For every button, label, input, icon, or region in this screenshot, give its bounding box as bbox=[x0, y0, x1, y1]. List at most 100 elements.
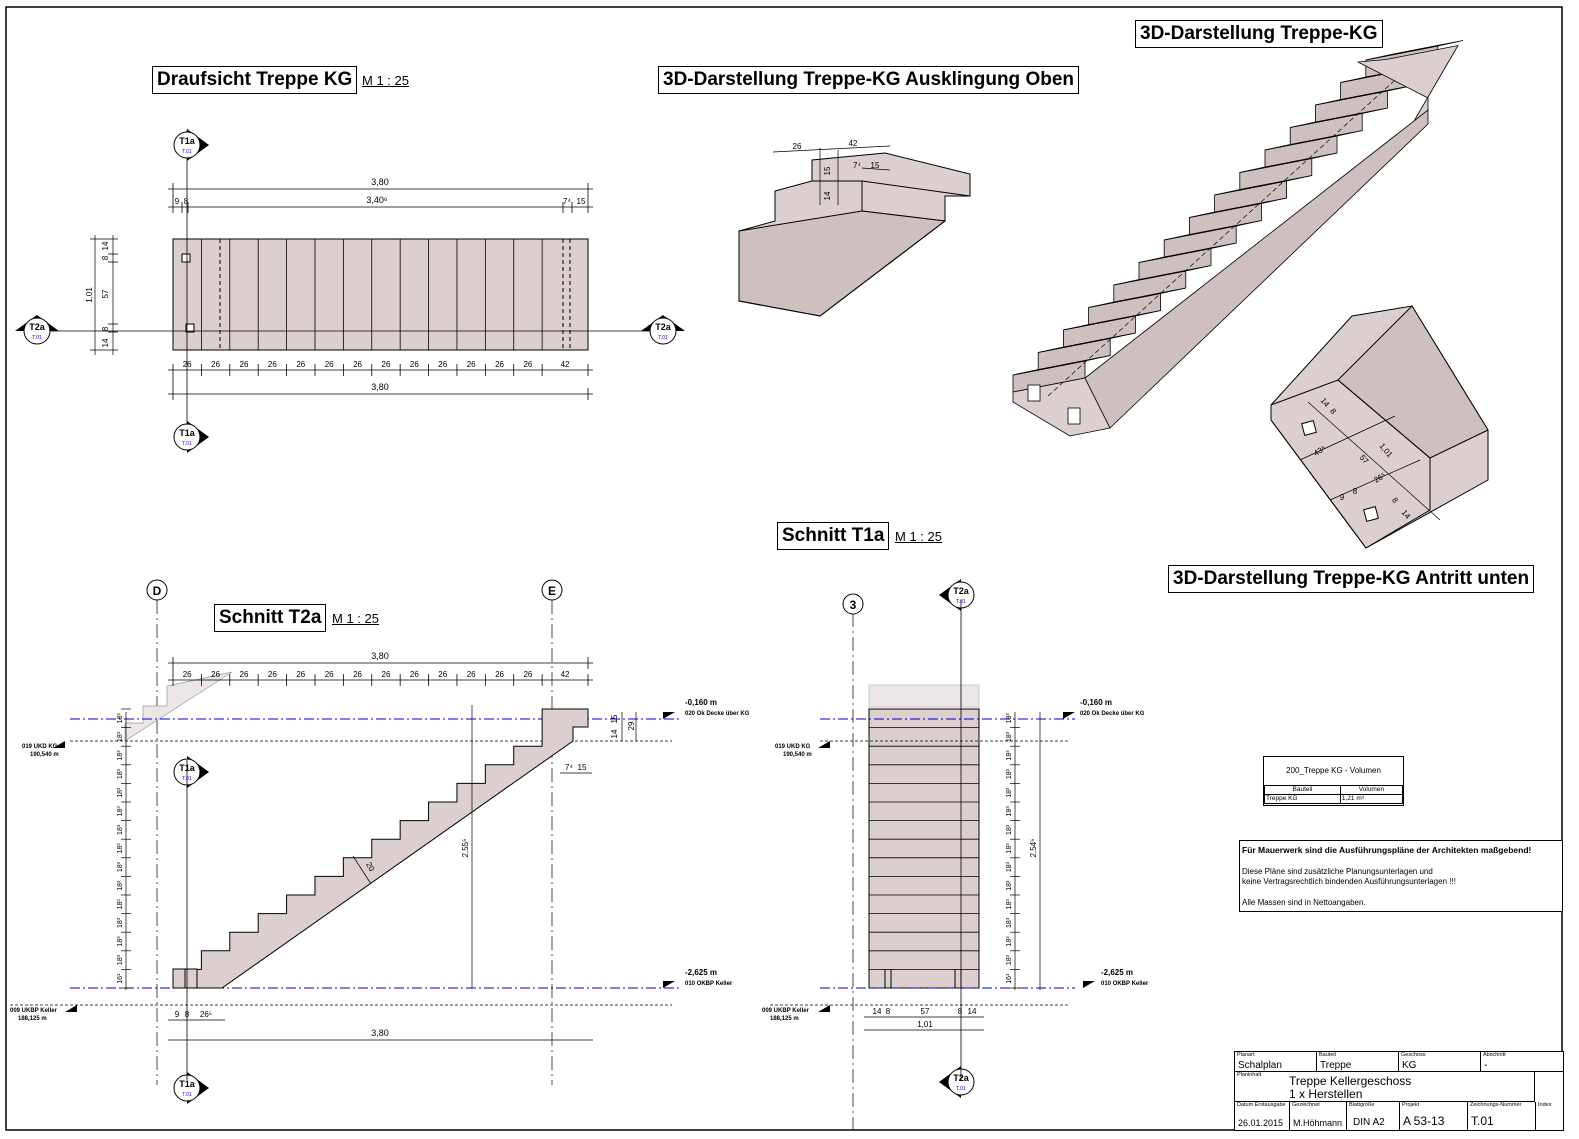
section-marker-label: T1a bbox=[179, 763, 196, 773]
t2a-tread-dim: 26 bbox=[183, 670, 192, 679]
plan-width-mid: 57 bbox=[101, 289, 110, 298]
tb-datum-value: 26.01.2015 bbox=[1238, 1118, 1284, 1128]
t1a-ukbp-value: 188,125 m bbox=[770, 1016, 799, 1022]
plan-width-top-b: 8 bbox=[101, 255, 110, 260]
t1a-riser-dim: 18³ bbox=[1006, 936, 1013, 947]
t2a-tread-dim: 26 bbox=[296, 670, 305, 679]
tb-bauteil-label: Bauteil bbox=[1319, 1052, 1336, 1058]
t2a-tread-dim: 26 bbox=[211, 670, 220, 679]
t2a-slab-a: 14 bbox=[610, 729, 619, 738]
t2a-ukd-value: 190,540 m bbox=[30, 752, 59, 758]
t1a-riser-dim: 18³ bbox=[1006, 750, 1013, 761]
ausk-dim-15: 15 bbox=[823, 166, 832, 175]
t1a-riser-dim: 18³ bbox=[1006, 843, 1013, 854]
notes-box: Für Mauerwerk sind die Ausführungspläne … bbox=[1239, 840, 1563, 912]
t1a-riser-dim: 18³ bbox=[1006, 861, 1013, 872]
section-marker-sheet: T.01 bbox=[658, 335, 668, 341]
title-draufsicht: Draufsicht Treppe KG bbox=[152, 66, 358, 94]
title-ausklingung: 3D-Darstellung Treppe-KG Ausklingung Obe… bbox=[658, 66, 1079, 94]
plan-tread-dim: 26 bbox=[410, 360, 419, 369]
tb-planinhalt-label: Planinhalt bbox=[1237, 1072, 1262, 1078]
tb-planinhalt: Planinhalt Treppe Kellergeschoss 1 x Her… bbox=[1235, 1072, 1535, 1102]
t2a-riser-dim: 16¹ bbox=[117, 973, 124, 984]
t2a-riser-dim: 18³ bbox=[117, 750, 124, 761]
t2a-tread-dim: 26 bbox=[495, 670, 504, 679]
section-marker-sheet: T.01 bbox=[182, 1092, 192, 1098]
tb-bauteil: Bauteil Treppe bbox=[1317, 1052, 1399, 1072]
t1a-riser-dim: 18³ bbox=[1006, 917, 1013, 928]
t2a-riser-dim: 18³ bbox=[117, 824, 124, 835]
t1a-ukd-value: 190,540 m bbox=[783, 752, 812, 758]
t1a-w8a: 8 bbox=[886, 1007, 891, 1016]
t2a-edge-b: 15 bbox=[578, 763, 587, 772]
section-marker-label: T1a bbox=[179, 428, 196, 438]
t1a-riser-dim: 18³ bbox=[1006, 954, 1013, 965]
t2a-riser-dim: 18³ bbox=[117, 843, 124, 854]
ausklingung-3d: 26 42 15 14 7⁴ 15 bbox=[738, 139, 971, 317]
ausk-dim-7: 7⁴ bbox=[853, 161, 861, 170]
ausk-dim-42: 42 bbox=[849, 139, 858, 148]
t1a-riser-dim: 18³ bbox=[1006, 787, 1013, 798]
t1a-riser-dim: 18³ bbox=[1006, 880, 1013, 891]
plan-width-bot-b: 14 bbox=[101, 338, 110, 347]
tb-gezeichnet-value: M.Höhmann bbox=[1293, 1118, 1343, 1128]
axis-marker-e bbox=[541, 579, 563, 601]
t2a-slab-b: 15 bbox=[610, 714, 619, 723]
ausk-dim-26: 26 bbox=[793, 142, 802, 151]
t1a-level-bottom-value: -2,625 m bbox=[1101, 968, 1133, 977]
t1a-riser-dim: 18³ bbox=[1006, 806, 1013, 817]
section-t1a: 3 16¹18³18³18³18³18³18³18³18³18³18³18³18… bbox=[762, 593, 1149, 1130]
axis-marker-3 bbox=[842, 593, 864, 615]
note-line-2: keine Vertragsrechtlich bindenden Ausfüh… bbox=[1242, 877, 1456, 886]
tb-bauteil-value: Treppe bbox=[1320, 1060, 1352, 1071]
t1a-riser-dim: 16¹ bbox=[1006, 973, 1013, 984]
plan-dim-inner: 3,40⁶ bbox=[366, 195, 388, 205]
note-line-1: Diese Pläne sind zusätzliche Planungsunt… bbox=[1242, 867, 1433, 876]
tb-zeichnung: Zeichnungs-Nummer T.01 bbox=[1468, 1102, 1536, 1130]
t2a-tread-dim: 26 bbox=[523, 670, 532, 679]
t2a-bottom-c: 26⁵ bbox=[200, 1010, 212, 1019]
t2a-riser-dim: 18³ bbox=[117, 880, 124, 891]
tb-datum: Datum Erstausgabe 26.01.2015 bbox=[1235, 1102, 1290, 1130]
plan-tread-dim: 26 bbox=[268, 360, 277, 369]
plan-width-bot-a: 8 bbox=[101, 326, 110, 331]
t2a-edge-a: 7⁴ bbox=[565, 763, 573, 772]
plan-tread-dim: 26 bbox=[467, 360, 476, 369]
plan-dim-total-bottom: 3,80 bbox=[371, 382, 389, 392]
plan-dim-total: 3,80 bbox=[371, 177, 389, 187]
t2a-ukbp-label: 009 UKBP Keller bbox=[10, 1008, 58, 1014]
section-marker-label: T1a bbox=[179, 1079, 196, 1089]
title-antritt: 3D-Darstellung Treppe-KG Antritt unten bbox=[1168, 565, 1535, 593]
antritt-dim-8: 8 bbox=[1328, 407, 1338, 417]
tb-planart: Planart Schalplan bbox=[1235, 1052, 1317, 1072]
section-marker-sheet: T.01 bbox=[956, 1086, 966, 1092]
t1a-w57: 57 bbox=[921, 1007, 930, 1016]
tb-geschoss: Geschoss KG bbox=[1399, 1052, 1481, 1072]
tb-index: Index bbox=[1536, 1102, 1563, 1130]
t1a-riser-dim: 18³ bbox=[1006, 731, 1013, 742]
t1a-riser-dim: 18³ bbox=[1006, 713, 1013, 724]
t2a-riser-dim: 18³ bbox=[117, 861, 124, 872]
axis-marker-d bbox=[146, 579, 168, 601]
tb-planart-value: Schalplan bbox=[1238, 1060, 1282, 1071]
tb-projekt-value: A 53-13 bbox=[1403, 1114, 1445, 1128]
antritt-dim-9: 9 bbox=[1340, 493, 1345, 502]
t2a-riser-dim: 18³ bbox=[117, 731, 124, 742]
section-marker-label: T1a bbox=[179, 136, 196, 146]
tb-projekt: Projekt A 53-13 bbox=[1400, 1102, 1468, 1130]
t2a-tread-dim: 26 bbox=[382, 670, 391, 679]
section-marker bbox=[649, 317, 677, 345]
scale-draufsicht: M 1 : 25 bbox=[362, 73, 409, 88]
plan-tread-dim: 26 bbox=[325, 360, 334, 369]
plan-width-top-a: 14 bbox=[101, 241, 110, 250]
section-marker-sheet: T.01 bbox=[32, 335, 42, 341]
t2a-height: 2,55⁵ bbox=[461, 839, 470, 858]
t2a-riser-dim: 18³ bbox=[117, 768, 124, 779]
section-marker-sheet: T.01 bbox=[182, 149, 192, 155]
t1a-level-bottom-label: 010 OKBP Keller bbox=[1101, 981, 1149, 987]
t2a-riser-dim: 18³ bbox=[117, 713, 124, 724]
t2a-tread-dim: 42 bbox=[561, 670, 570, 679]
